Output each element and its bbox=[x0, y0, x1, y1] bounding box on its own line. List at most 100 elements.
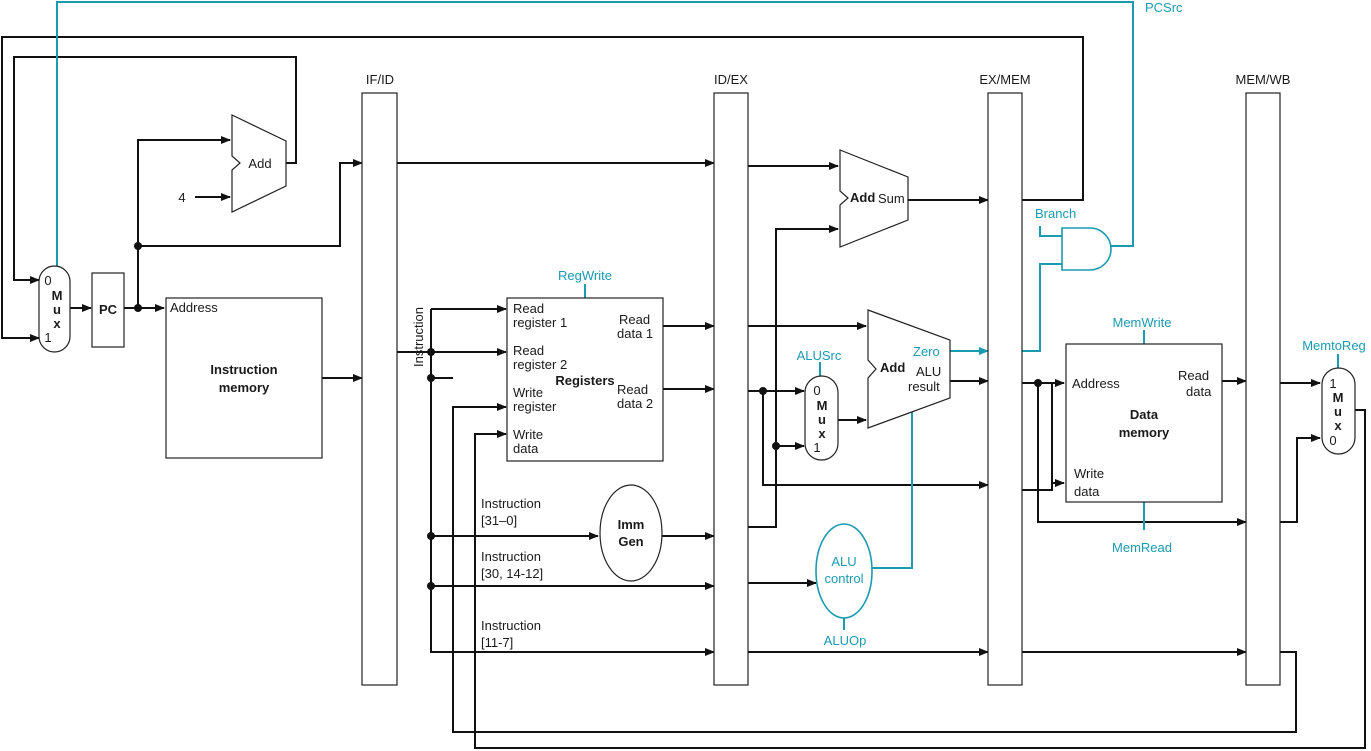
dmem-write-data-label: data bbox=[1074, 484, 1100, 499]
wire-imm-to-branch-adder bbox=[775, 225, 839, 446]
control-wires bbox=[56, 1, 1339, 630]
wire-alu-control-out bbox=[872, 410, 913, 569]
wb-mux-letter: M bbox=[1333, 390, 1344, 405]
reg-read-register-2: Read bbox=[513, 343, 544, 358]
alu-label: Add bbox=[880, 360, 905, 375]
ex-mem-label: EX/MEM bbox=[979, 72, 1030, 87]
pc-mux-input-0: 0 bbox=[44, 273, 51, 288]
alu-mux-letter: x bbox=[818, 426, 826, 441]
imm-gen-ellipse bbox=[599, 484, 663, 582]
imm-gen-label: Gen bbox=[618, 534, 643, 549]
junction-dot bbox=[772, 442, 780, 450]
pc-mux-input-1: 1 bbox=[44, 330, 51, 345]
alu-mux-letter: M bbox=[817, 398, 828, 413]
pc-mux-letter: x bbox=[53, 316, 61, 331]
wire-pc-to-adder bbox=[137, 136, 231, 308]
branch-adder-label: Add bbox=[850, 190, 875, 205]
wire-memwb-to-wb-mux-0 bbox=[1280, 434, 1321, 523]
instruction-memory-box bbox=[165, 297, 323, 459]
wire-imm-to-alu-mux bbox=[748, 442, 805, 528]
wire-pcsrc bbox=[56, 1, 1134, 266]
alu-mux-body bbox=[804, 375, 839, 461]
alu-control-label: ALU bbox=[831, 554, 856, 569]
alu: Add ALU result bbox=[867, 309, 951, 429]
data-memory: Address Read data Write data Data memory bbox=[1065, 343, 1223, 503]
junction-dot bbox=[427, 582, 435, 590]
reg-read-data-1: Read bbox=[619, 312, 650, 327]
wb-mux-body bbox=[1321, 367, 1356, 455]
register-file: Read register 1 Read register 2 Write re… bbox=[506, 297, 664, 462]
imem-title: memory bbox=[219, 380, 270, 395]
wire-alu-result-to-memwb bbox=[1037, 383, 1247, 526]
branch-label: Branch bbox=[1035, 206, 1076, 221]
junction-dots bbox=[134, 242, 1042, 590]
wire-branch-target-feedback bbox=[1, 36, 1084, 342]
junction-dot bbox=[427, 532, 435, 540]
alu-mux-input-0: 0 bbox=[813, 383, 820, 398]
branch-adder-sum-label: Sum bbox=[878, 191, 905, 206]
alu-control-ellipse bbox=[815, 523, 873, 619]
imm-gen-label: Imm bbox=[618, 517, 645, 532]
imem-title: Instruction bbox=[210, 362, 277, 377]
wire-branch-signal bbox=[1039, 226, 1062, 237]
writeback-mux: 1 M u x 0 bbox=[1321, 367, 1356, 455]
pc-mux: 0 M u x 1 bbox=[38, 265, 71, 353]
reg-read-register-1: register 1 bbox=[513, 315, 567, 330]
datapath-wires bbox=[1, 36, 1366, 749]
dmem-read-data-label: Read bbox=[1178, 368, 1209, 383]
mem-wb-label: MEM/WB bbox=[1236, 72, 1291, 87]
pipeline-register-mem-wb bbox=[1245, 92, 1281, 686]
dmem-title: memory bbox=[1119, 425, 1170, 440]
reg-read-register-1: Read bbox=[513, 301, 544, 316]
branch-adder-shape bbox=[839, 149, 909, 248]
wire-write-data-split bbox=[1022, 383, 1053, 491]
pc-mux-letter: M bbox=[52, 288, 63, 303]
dmem-read-data-label: data bbox=[1186, 384, 1212, 399]
junction-dot bbox=[427, 374, 435, 382]
pc-box bbox=[91, 272, 125, 348]
reg-write-register: register bbox=[513, 399, 557, 414]
memtoreg-label: MemtoReg bbox=[1302, 338, 1366, 353]
imm-gen: Imm Gen bbox=[599, 484, 663, 582]
reg-read-data-2: Read bbox=[617, 382, 648, 397]
pipeline-registers: IF/ID ID/EX EX/MEM MEM/WB bbox=[361, 72, 1291, 686]
wire-write-data-feedback bbox=[474, 409, 1366, 749]
pipeline-register-id-ex bbox=[713, 92, 749, 686]
reg-read-data-1: data 1 bbox=[617, 326, 653, 341]
wb-mux-input-0: 0 bbox=[1329, 433, 1336, 448]
reg-read-data-2: data 2 bbox=[617, 396, 653, 411]
alu-result-label: result bbox=[908, 379, 940, 394]
alu-mux: 0 M u x 1 bbox=[804, 375, 839, 461]
junction-dot bbox=[759, 387, 767, 395]
wire-write-register-feedback bbox=[452, 403, 1297, 733]
instruction-field-funct: [30, 14-12] bbox=[481, 566, 543, 581]
branch-adder: Add Sum bbox=[839, 149, 909, 248]
dmem-address-label: Address bbox=[1072, 376, 1120, 391]
wb-mux-letter: x bbox=[1334, 418, 1342, 433]
program-counter: PC bbox=[91, 272, 125, 348]
pc-label: PC bbox=[99, 302, 118, 317]
instruction-fields: Instruction [31–0] Instruction [30, 14-1… bbox=[481, 496, 543, 650]
reg-write-data: data bbox=[513, 441, 539, 456]
aluop-label: ALUOp bbox=[824, 633, 867, 648]
instruction-label: Instruction bbox=[411, 307, 426, 367]
pc-mux-body bbox=[38, 265, 71, 353]
wb-mux-input-1: 1 bbox=[1329, 376, 1336, 391]
junction-dot bbox=[1034, 379, 1042, 387]
instruction-field-31-0: Instruction bbox=[481, 496, 541, 511]
registers-title: Registers bbox=[555, 373, 614, 388]
junction-dot bbox=[427, 348, 435, 356]
alusrc-label: ALUSrc bbox=[797, 348, 842, 363]
reg-write-data: Write bbox=[513, 427, 543, 442]
dmem-write-data-label: Write bbox=[1074, 466, 1104, 481]
imem-address-label: Address bbox=[170, 300, 218, 315]
alu-mux-letter: u bbox=[818, 412, 826, 427]
reg-write-register: Write bbox=[513, 385, 543, 400]
pc-adder-label: Add bbox=[248, 156, 271, 171]
control-signal-labels: PCSrc Branch RegWrite ALUSrc MemWrite Me… bbox=[558, 0, 1366, 648]
pc-adder: Add 4 bbox=[178, 114, 287, 213]
instruction-field-31-0: [31–0] bbox=[481, 513, 517, 528]
memwrite-label: MemWrite bbox=[1113, 315, 1172, 330]
instruction-memory: Address Instruction memory bbox=[165, 297, 323, 459]
